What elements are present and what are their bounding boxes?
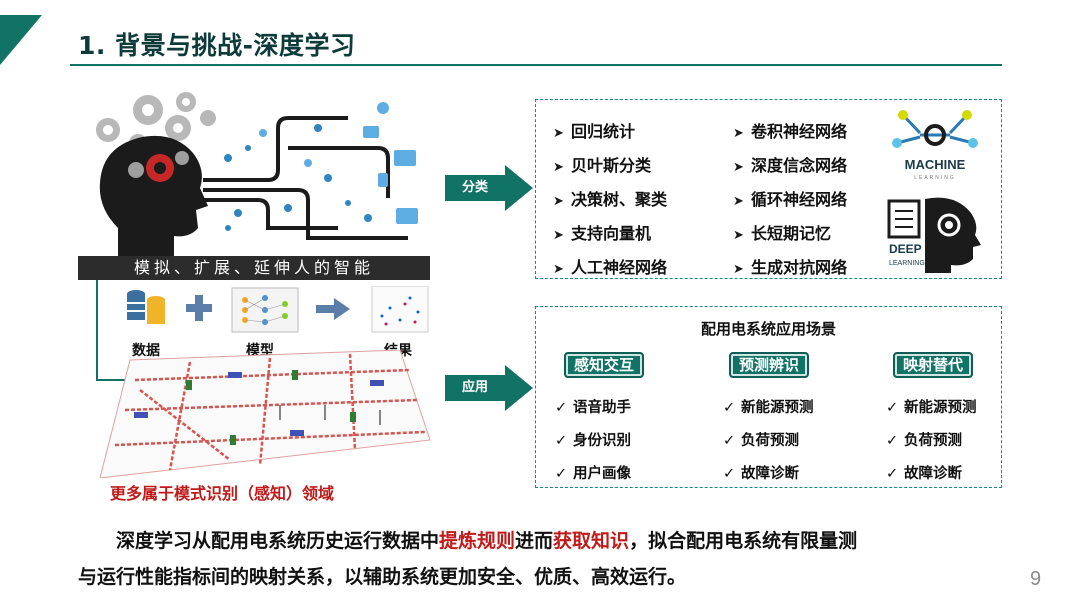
ai-caption-bar: 模拟、扩展、延伸人的智能 [78,256,430,280]
method-item: ➤贝叶斯分类 [553,156,652,175]
pattern-recognition-note: 更多属于模式识别（感知）领域 [110,484,335,503]
chevron-right-icon: ➤ [553,194,564,209]
method-item: ➤支持向量机 [553,224,652,243]
scenario-item: ✓身份识别 [555,433,631,449]
dl-logo-line1: DEEP [889,242,922,256]
check-icon: ✓ [723,466,736,482]
scenario-heading-prediction: 预测辨识 [729,352,810,378]
scenario-item: ✓新能源预测 [723,400,814,416]
check-icon: ✓ [723,400,736,416]
check-icon: ✓ [723,433,736,449]
chevron-right-icon: ➤ [553,126,564,141]
page-number: 9 [1030,568,1042,590]
scenario-item: ✓语音助手 [555,400,631,416]
classification-panel [535,99,1002,279]
connector-line [96,379,130,381]
apply-arrow-label: 应用 [445,375,505,401]
data-model-result-flow: 数据 模型 结果 [120,286,440,359]
chevron-right-icon: ➤ [553,262,564,277]
summary-line-1: 深度学习从配用电系统历史运行数据中提炼规则进而获取知识，拟合配用电系统有限量测 [116,530,858,552]
check-icon: ✓ [555,400,568,416]
method-item: ➤生成对抗网络 [733,258,848,277]
scenario-item: ✓故障诊断 [723,466,799,482]
scenario-item: ✓故障诊断 [886,466,962,482]
header-corner-tab [0,15,42,65]
chevron-right-icon: ➤ [733,228,744,243]
chevron-right-icon: ➤ [733,262,744,277]
method-item: ➤深度信念网络 [733,156,848,175]
scenario-heading-perception: 感知交互 [564,352,645,378]
scenario-item: ✓负荷预测 [723,433,799,449]
method-item: ➤回归统计 [553,122,636,141]
chevron-right-icon: ➤ [733,126,744,141]
machine-learning-logo: MACHINE LEARNING [885,105,985,190]
scenario-item: ✓用户画像 [555,466,631,482]
method-item: ➤长短期记忆 [733,224,832,243]
ml-logo-line2: LEARNING [914,175,956,181]
summary-line-2: 与运行性能指标间的映射关系，以辅助系统更加安全、优质、高效运行。 [78,566,687,588]
method-item: ➤卷积神经网络 [733,122,848,141]
scenario-item: ✓新能源预测 [886,400,977,416]
plus-icon [186,295,212,321]
title-divider [70,64,1002,66]
arrow-right-icon [316,298,350,320]
page-title: 1. 背景与挑战-深度学习 [78,31,356,60]
connector-line [96,280,98,380]
highlight-text: 提炼规则 [439,530,516,552]
flow-data-label: 数据 [132,343,160,359]
method-item: ➤人工神经网络 [553,258,668,277]
scenario-item: ✓负荷预测 [886,433,962,449]
check-icon: ✓ [886,466,899,482]
ml-logo-line1: MACHINE [905,157,966,172]
scenario-heading-mapping: 映射替代 [893,352,974,378]
neural-network-icon [231,287,299,333]
application-panel-title: 配用电系统应用场景 [700,320,836,338]
chevron-right-icon: ➤ [733,194,744,209]
classify-arrow-label: 分类 [445,175,505,201]
chevron-right-icon: ➤ [733,160,744,175]
method-item: ➤循环神经网络 [733,190,848,209]
deep-learning-logo: DEEP LEARNING [885,195,985,273]
dl-logo-line2: LEARNING [889,260,925,267]
distribution-grid-map [80,350,440,478]
check-icon: ✓ [555,466,568,482]
brain-illustration [78,88,430,260]
check-icon: ✓ [886,433,899,449]
chevron-right-icon: ➤ [553,160,564,175]
method-item: ➤决策树、聚类 [553,190,668,209]
application-panel [535,306,1002,488]
database-icon [127,290,165,324]
scatter-result-icon [371,286,429,333]
chevron-right-icon: ➤ [553,228,564,243]
highlight-text: 获取知识 [553,530,630,552]
check-icon: ✓ [886,400,899,416]
check-icon: ✓ [555,433,568,449]
